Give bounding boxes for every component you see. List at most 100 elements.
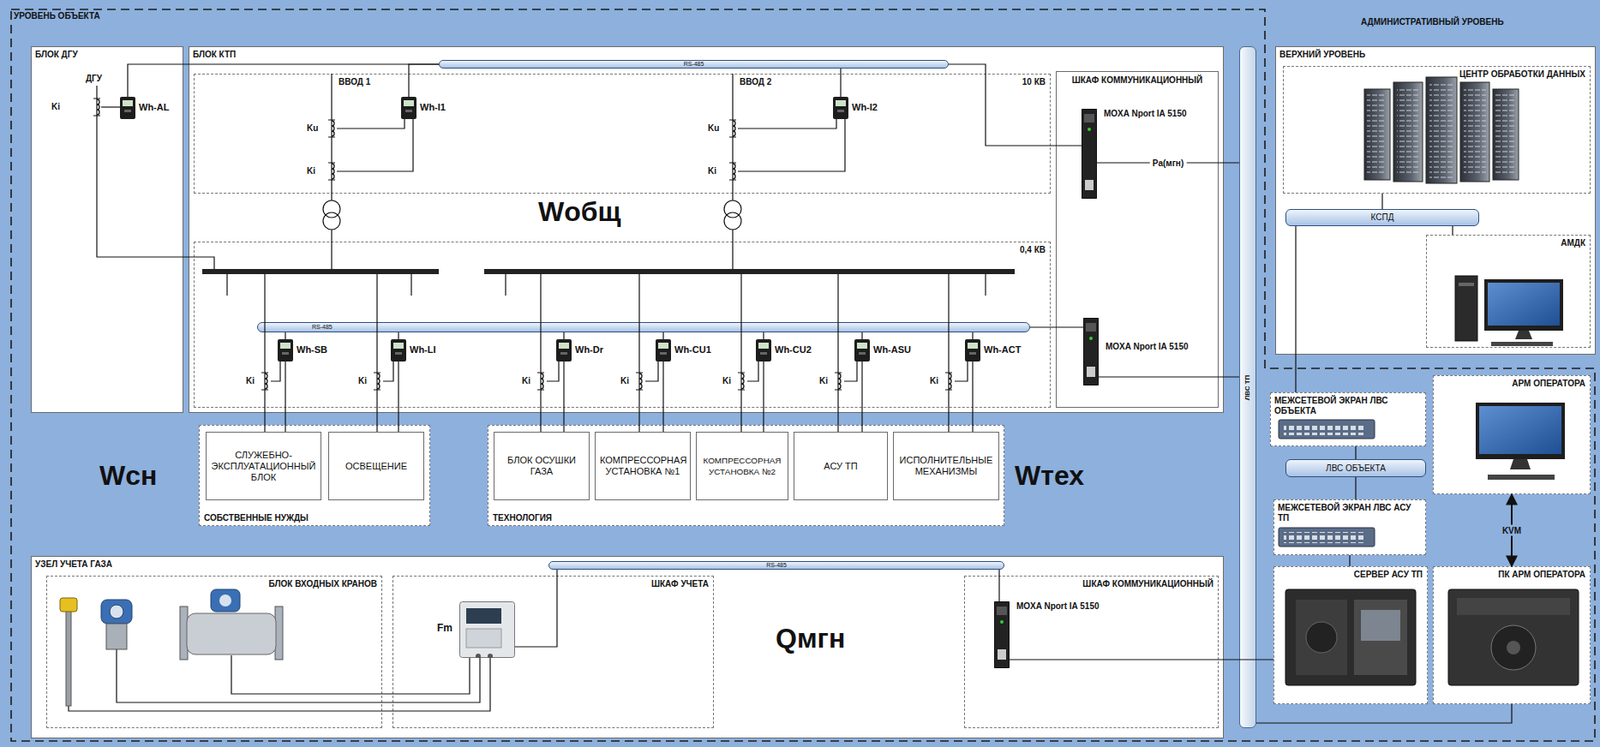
meter-label: Wh-I2 <box>851 101 878 113</box>
box-label: ИСПОЛНИТЕЛЬНЫЕ МЕХАНИЗМЫ <box>898 455 995 478</box>
box-label: АСУ ТП <box>798 461 883 473</box>
device-label: Fm <box>437 622 453 635</box>
group-box: ШКАФ УЧЕТА Fm <box>392 575 714 729</box>
connector <box>563 361 564 432</box>
group-title: СОБСТВЕННЫЕ НУЖДЫ <box>203 513 309 523</box>
quantity-symbol: Wсн <box>99 461 157 492</box>
meter-label: Wh-SB <box>296 344 328 355</box>
bus-band: КСПД <box>1285 209 1480 227</box>
energy-meter: Wh-AL <box>119 96 136 120</box>
band-label: ЛВС ОБЪЕКТА <box>1323 465 1389 473</box>
energy-meter: Wh-CU2 <box>755 339 772 362</box>
connector <box>762 361 764 432</box>
group-title: ТЕХНОЛОГИЯ <box>492 513 552 523</box>
energy-meter: Wh-CU1 <box>655 339 672 362</box>
connector <box>1348 555 1350 567</box>
bus-band: RS-485 <box>548 561 1005 570</box>
group-title: МЕЖСЕТЕВОЙ ЭКРАН ЛВС АСУ ТП <box>1277 503 1422 524</box>
box-label: КОМПРЕССОРНАЯ УСТАНОВКА №1 <box>599 455 686 478</box>
free-label: ДГУ <box>85 73 102 84</box>
connector <box>1256 704 1512 724</box>
block-box: ОСВЕЩЕНИЕ <box>328 431 425 501</box>
meter-icon <box>832 96 849 120</box>
free-label: АДМИНИСТРАТИВНЫЙ УРОВЕНЬ <box>1360 17 1505 27</box>
block-box: АСУ ТП <box>793 431 888 501</box>
connector <box>397 332 399 340</box>
bus-band: RS-485 <box>438 59 949 69</box>
group-box: СОБСТВЕННЫЕ НУЖДЫ СЛУЖЕБНО-ЭКСПЛУАТАЦИОНН… <box>198 425 431 527</box>
connector <box>1354 446 1356 460</box>
box-label: СЛУЖЕБНО-ЭКСПЛУАТАЦИОННЫЙ БЛОК <box>210 449 317 484</box>
connector <box>662 361 664 432</box>
connector <box>284 332 286 340</box>
meter-label: Wh-LI <box>409 344 437 355</box>
group-title: АМДК <box>1560 238 1586 248</box>
free-label: Ki <box>819 376 828 386</box>
connector <box>948 64 1082 146</box>
connector <box>1030 326 1084 328</box>
meter-label: Wh-Dr <box>575 344 604 355</box>
group-title: ЦЕНТР ОБРАБОТКИ ДАННЫХ <box>1459 69 1586 79</box>
free-label: Ki <box>620 376 630 386</box>
band-label: КСПД <box>1368 214 1397 222</box>
group-title: БЛОК ДГУ <box>35 49 78 60</box>
group-title: СЕРВЕР АСУ ТП <box>1354 569 1423 580</box>
group-box: 10 КВWh-I1Wh-I2 <box>193 73 1051 194</box>
device-label: MOXA Nport IA 5150 <box>1103 108 1187 119</box>
quantity-symbol: Wобщ <box>538 197 622 228</box>
connector <box>563 332 564 340</box>
meter-icon <box>277 339 294 362</box>
free-label: Ki <box>358 376 367 386</box>
device-label: MOXA Nport IA 5150 <box>1105 341 1189 352</box>
group-title: ПК АРМ ОПЕРАТОРА <box>1498 569 1586 580</box>
connector <box>1098 376 1240 378</box>
meter-icon <box>401 96 417 120</box>
energy-meter: Wh-I1 <box>401 96 417 120</box>
meter-icon <box>755 339 772 362</box>
bus-band: ЛВС ОБЪЕКТА <box>1285 459 1427 478</box>
connector <box>1294 226 1296 393</box>
box-label: БЛОК ОСУШКИ ГАЗА <box>498 455 585 478</box>
box-label: ОСВЕЩЕНИЕ <box>333 461 420 473</box>
moxa-converter: MOXA Nport IA 5150 <box>994 601 1010 669</box>
connector <box>839 68 841 97</box>
band-label: RS-485 <box>681 60 708 68</box>
group-title: ШКАФ КОММУНИКАЦИОННЫЙ <box>1082 579 1214 589</box>
connector <box>1451 226 1453 235</box>
connector <box>408 64 439 97</box>
connector <box>971 332 973 340</box>
free-label: ВВОД 1 <box>338 77 371 87</box>
meter-label: Wh-CU2 <box>774 344 812 355</box>
group-title: АРМ ОПЕРАТОРА <box>1511 378 1586 389</box>
block-box: БЛОК ДГУ Wh-AL <box>30 46 184 414</box>
group-title: ШКАФ УЧЕТА <box>651 579 709 589</box>
connector <box>861 332 863 340</box>
block-box: ИСПОЛНИТЕЛЬНЫЕ МЕХАНИЗМЫ <box>892 431 1000 501</box>
group-box: ТЕХНОЛОГИЯ БЛОК ОСУШКИ ГАЗА КОМПРЕССОРНАЯ … <box>487 425 1005 527</box>
free-label: Ki <box>521 376 531 386</box>
meter-icon <box>964 339 981 362</box>
group-title: ШКАФ КОММУНИКАЦИОННЫЙ <box>1056 75 1218 85</box>
connector <box>998 569 1000 602</box>
meter-label: Wh-CU1 <box>674 344 712 355</box>
free-label: Ki <box>306 166 316 176</box>
connector <box>1009 659 1274 660</box>
block-box: БЛОК ОСУШКИ ГАЗА <box>493 431 590 501</box>
bus-band: RS-485 <box>257 322 1031 333</box>
moxa-converter: MOXA Nport IA 5150 <box>1083 317 1099 386</box>
group-title: МЕЖСЕТЕВОЙ ЭКРАН ЛВС ОБЪЕКТА <box>1274 395 1422 417</box>
block-box: ШКАФ КОММУНИКАЦИОННЫЙMOXA Nport IA 5150M… <box>1055 71 1219 408</box>
free-label: Ki <box>929 376 939 386</box>
connector <box>1381 193 1383 210</box>
energy-meter: Wh-I2 <box>832 96 849 120</box>
group-title: ВЕРХНИЙ УРОВЕНЬ <box>1279 49 1366 60</box>
free-label: Ki <box>51 101 60 112</box>
meter-icon <box>556 339 572 362</box>
group-title: БЛОК ВХОДНЫХ КРАНОВ <box>269 579 378 589</box>
fm-icon <box>459 601 516 659</box>
band-label: RS-485 <box>763 562 790 570</box>
group-box: ШКАФ КОММУНИКАЦИОННЫЙ MOXA Nport IA 5150 <box>964 575 1219 729</box>
energy-meter: Wh-Dr <box>556 339 572 362</box>
energy-meter: Wh-ASU <box>854 339 870 362</box>
meter-label: Wh-ACT <box>983 344 1021 355</box>
